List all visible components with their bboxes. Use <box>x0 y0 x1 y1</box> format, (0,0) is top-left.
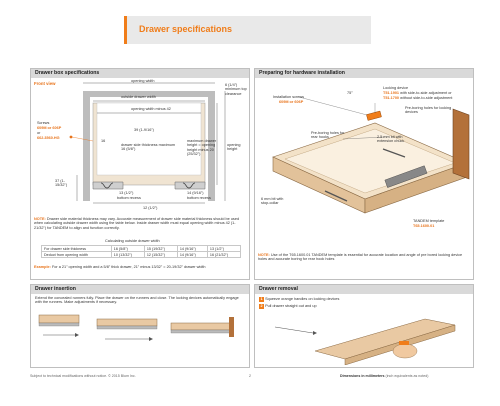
insertion-diagram <box>38 314 234 341</box>
drawer-box-spec-header: Drawer box specifications <box>31 69 249 78</box>
label-dim-12: 12 (1/2") <box>143 206 158 210</box>
front-view-label: Front view <box>34 81 56 86</box>
label-install-screws: Installation screws <box>273 95 305 99</box>
removal-step-2: 2 Pull drawer straight out and up <box>259 304 317 309</box>
label-outside-drawer-width: outside drawer width <box>121 95 156 99</box>
example-text: For a 21" opening width and a 5/8" thick… <box>51 265 206 269</box>
box-note: NOTE: Drawer side material thickness may… <box>34 217 246 230</box>
label-opening-height: opening height <box>227 143 241 152</box>
label-dim-13: 13 (1/2") <box>119 191 134 195</box>
step-number-2: 2 <box>259 304 264 309</box>
label-drill-6mm: 6 mm bit with stop-collar <box>261 197 284 206</box>
label-dim-39: 39 (1-9/16") <box>134 128 154 132</box>
footer-right: Dimensions in millimeters (inch equivale… <box>340 374 429 378</box>
removal-header: Drawer removal <box>255 285 473 294</box>
label-screw-1: 609M or 606P <box>37 126 62 130</box>
calc-table-title: Calculating outside drawer width <box>105 239 160 243</box>
label-dim-16: 16 <box>101 139 106 143</box>
prep-header: Preparing for hardware installation <box>255 69 473 78</box>
label-drill-bit: 2.5 mm bit with extension chuck <box>377 135 405 144</box>
step-text-2: Pull drawer straight out and up <box>265 304 317 308</box>
removal-diagram <box>274 318 456 365</box>
label-rear-hook-holes: Pre-boring holes for rear hooks <box>311 131 345 140</box>
table-cell: 16 (21/32") <box>206 251 242 258</box>
prep-note: NOTE: Use of the T65.1600.01 TANDEM temp… <box>258 253 470 262</box>
example-line: Example: For a 21" opening width and a 5… <box>34 265 246 269</box>
prep-panel: Preparing for hardware installation Inst… <box>254 68 474 280</box>
box-note-label: NOTE: <box>34 217 46 221</box>
label-opening-width: opening width <box>131 79 155 83</box>
removal-step-1: 1 Squeeze orange handles on locking devi… <box>259 297 339 302</box>
label-min-top-clearance: 6 (1/4") minimum top clearance <box>225 83 247 96</box>
step-text-1: Squeeze orange handles on locking device… <box>265 297 340 301</box>
label-dim-14: 14 (9/16") <box>187 191 204 195</box>
locking-device-option-1: T51.1901 with side-to-side adjustment or <box>383 91 452 95</box>
prep-note-label: NOTE: <box>258 253 270 257</box>
label-dim-14-sub: bottom recess <box>187 196 211 200</box>
label-screw-2: 662.3560.HG <box>37 136 60 140</box>
ld-text-1: with side-to-side adjustment or <box>400 91 452 95</box>
label-dim-37: 37 (1-15/32") <box>55 179 68 188</box>
label-screws: Screws <box>37 121 50 125</box>
ld-code-1: T51.1901 <box>383 91 400 95</box>
footer-left: Subject to technical modifications witho… <box>30 374 136 378</box>
drawer-isometric-diagram <box>272 96 470 214</box>
insertion-panel: Drawer insertion Extend the concealed ru… <box>30 284 250 368</box>
table-cell: 14 (9/16") <box>176 251 208 258</box>
prep-note-text: Use of the T65.1600.01 TANDEM template i… <box>258 253 463 262</box>
page-title: Drawer specifications <box>139 24 233 34</box>
box-note-text: Drawer side material thickness may vary.… <box>34 217 240 230</box>
insertion-text: Extend the concealed runners fully. Plac… <box>35 296 239 305</box>
example-label: Example: <box>34 265 51 269</box>
footer-page-number: 2 <box>249 374 251 378</box>
table-cell: 12 (15/32") <box>143 251 178 258</box>
label-angle: 75° <box>347 91 353 95</box>
label-dim-13-sub: bottom recess <box>117 196 141 200</box>
ld-text-2: without side-to-side adjustment <box>400 96 453 100</box>
thickness-table: For drawer side thickness 16 (5/8") 15 (… <box>41 245 242 258</box>
footer-right-text: (inch equivalents as noted) <box>385 374 429 378</box>
removal-panel: Drawer removal 1 Squeeze orange handles … <box>254 284 474 368</box>
ld-code-2: T51.1700 <box>383 96 400 100</box>
label-max-drawer-height: maximum drawer height = opening height m… <box>187 139 217 156</box>
insertion-header: Drawer insertion <box>31 285 249 294</box>
label-screw-or: or <box>37 131 41 135</box>
label-template-code: T65.1600.01 <box>413 224 435 228</box>
label-install-screw-spec: 609M or 606P <box>279 100 304 104</box>
label-template: TANDEM template <box>413 219 445 223</box>
table-cell: 10 (13/32") <box>110 251 145 258</box>
drawer-front-view-diagram <box>69 82 226 204</box>
label-locking-device: Locking device <box>383 86 409 90</box>
title-box: Drawer specifications <box>124 16 371 44</box>
table-cell: Deduct from opening width <box>41 251 112 258</box>
footer-right-bold: Dimensions in millimeters <box>340 374 385 378</box>
locking-device-option-2: T51.1700 without side-to-side adjustment <box>383 96 452 100</box>
label-preboring-locking: Pre-boring holes for locking devices <box>405 106 452 115</box>
label-side-thickness: drawer side thickness maximum 16 (5/8") <box>121 143 176 152</box>
step-number-1: 1 <box>259 297 264 302</box>
drawer-box-spec-panel: Drawer box specifications Front view <box>30 68 250 280</box>
label-opening-width-minus-42: opening width minus 42 <box>131 107 171 111</box>
table-row: Deduct from opening width 10 (13/32") 12… <box>41 251 242 258</box>
